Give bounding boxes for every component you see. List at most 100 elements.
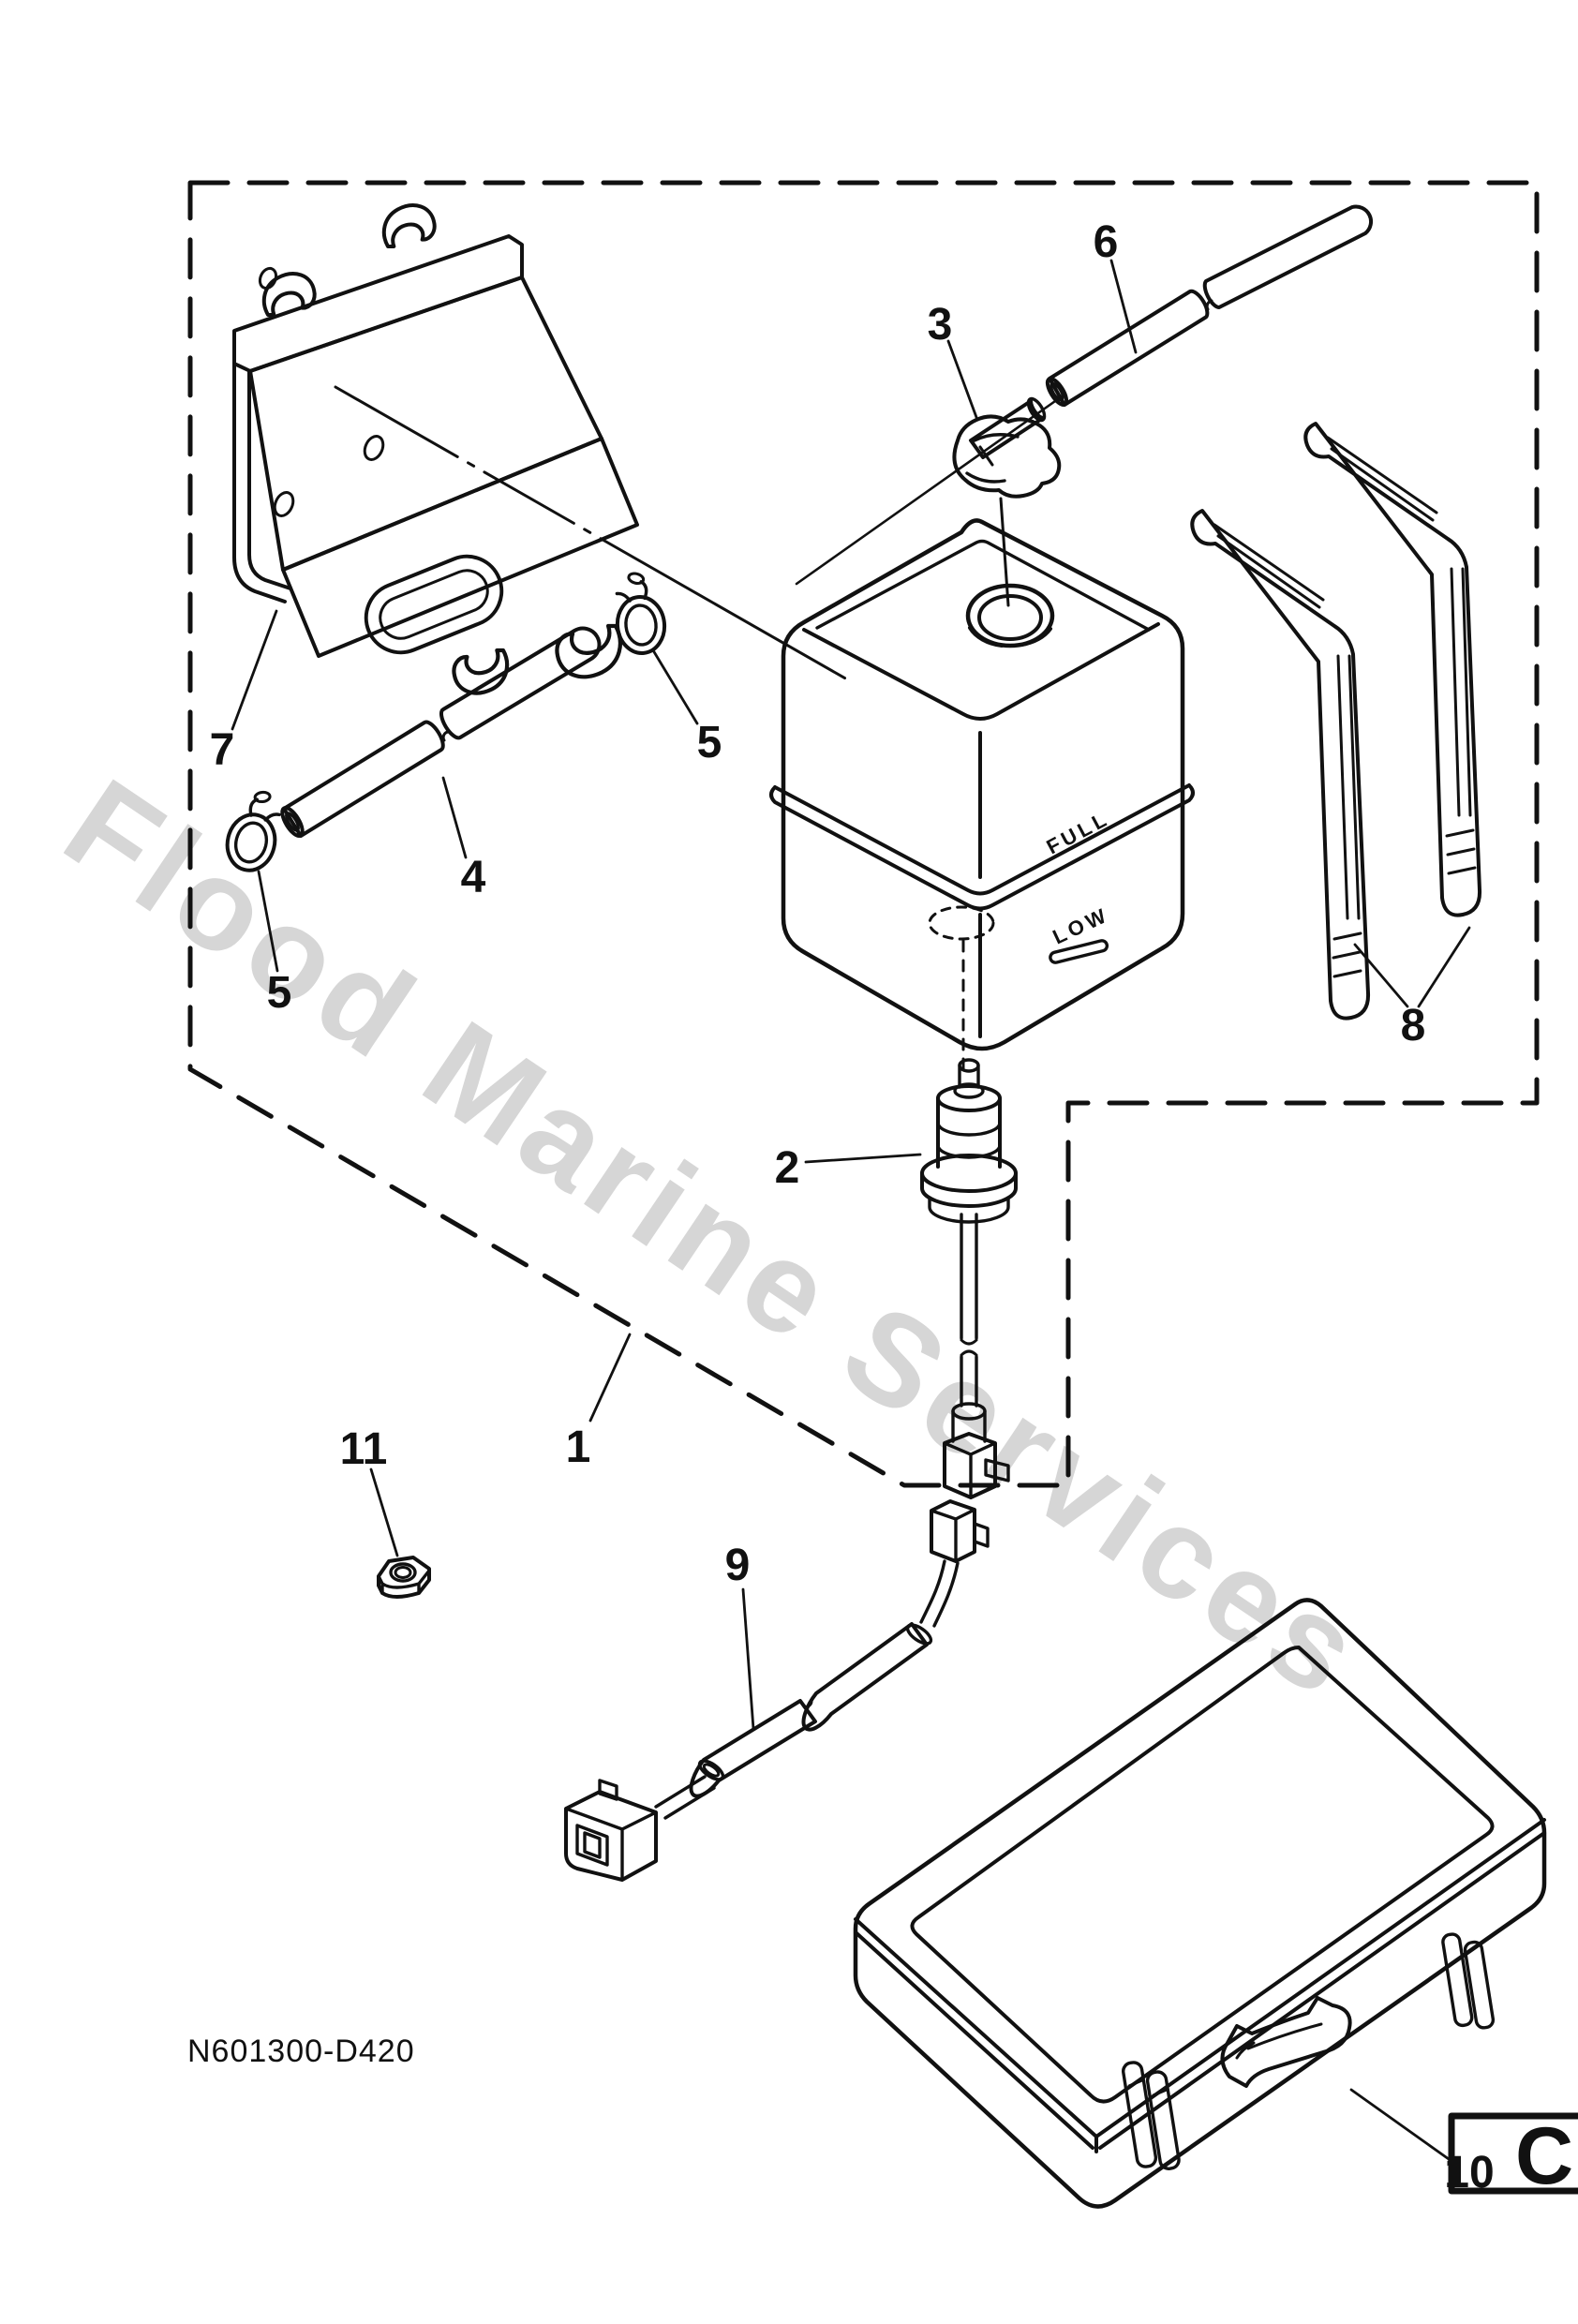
strap-left-grip-slats bbox=[1332, 931, 1362, 978]
part-label-1: 1 bbox=[566, 1423, 591, 1472]
leader-2 bbox=[804, 1153, 922, 1164]
strap-left-body bbox=[1190, 509, 1371, 1020]
strap-left bbox=[1190, 509, 1371, 1020]
part-label-3: 3 bbox=[928, 300, 953, 350]
cap-to-neck-line bbox=[999, 497, 1010, 607]
bracket-left-wall-inner bbox=[247, 369, 292, 590]
part-label-5: 5 bbox=[267, 968, 292, 1018]
cap-nipple-collar bbox=[978, 445, 994, 467]
toolbox-body bbox=[853, 1598, 1547, 2209]
level-sensor bbox=[920, 1058, 1018, 1499]
bracket-top-flange bbox=[232, 234, 524, 373]
harness-sleeve-upper bbox=[801, 1622, 929, 1732]
leader-10 bbox=[1349, 2088, 1451, 2161]
filler-cap bbox=[952, 396, 1062, 499]
toolbox-latch-right bbox=[1441, 1932, 1496, 2030]
bracket-back-plate bbox=[248, 276, 603, 572]
bracket-hole bbox=[363, 435, 385, 461]
hose6-segment-upper bbox=[1202, 204, 1373, 309]
tank-full-label: FULL bbox=[1043, 806, 1113, 858]
part-label-6: 6 bbox=[1094, 217, 1119, 267]
strap-left-slots bbox=[1213, 523, 1361, 920]
harness-connector-clip bbox=[598, 1779, 618, 1801]
hose4-segment-upper bbox=[439, 626, 602, 740]
leader-4 bbox=[441, 776, 468, 859]
part-label-7: 7 bbox=[210, 725, 235, 775]
hose4-segment-lower bbox=[282, 720, 445, 838]
tank-hidden-outlet bbox=[928, 905, 995, 941]
harness-wires-upper bbox=[919, 1559, 960, 1628]
sensor-flange bbox=[920, 1154, 1018, 1193]
hose6-segment-lower bbox=[1048, 289, 1210, 407]
sensor-connector bbox=[943, 1432, 997, 1499]
corner-letter: C bbox=[1515, 2111, 1573, 2201]
assembly-dashed-outline bbox=[187, 180, 1540, 1488]
tank-top-front-edges bbox=[802, 622, 1160, 721]
strap-right-grip-slats bbox=[1445, 828, 1477, 875]
toolbox-lid-panel bbox=[910, 1646, 1495, 2104]
sensor-stem-lower bbox=[960, 1355, 978, 1408]
strap-right-body bbox=[1303, 422, 1482, 917]
strap-right-slots bbox=[1326, 436, 1472, 817]
leader-5-lower bbox=[257, 870, 279, 973]
hose-6 bbox=[1045, 204, 1373, 407]
bracket-shelf bbox=[281, 437, 639, 658]
wire-harness bbox=[564, 1499, 990, 1882]
centerline-bracket-tank bbox=[334, 385, 862, 689]
drawing-code: N601300-D420 bbox=[187, 2034, 415, 2069]
leader-1 bbox=[588, 1333, 632, 1423]
nut-hole-outer bbox=[389, 1562, 417, 1583]
corner-letter-box bbox=[1448, 2112, 1578, 2195]
leader-11 bbox=[369, 1467, 399, 1557]
sensor-body-rings bbox=[936, 1121, 1002, 1159]
harness-sleeve-lower bbox=[689, 1699, 817, 1798]
tank-filler-neck-inner bbox=[977, 594, 1043, 641]
leader-6 bbox=[1109, 259, 1138, 354]
bracket-shelf-slot-outer bbox=[364, 554, 504, 655]
toolbox-handle bbox=[1220, 1996, 1352, 2088]
part-label-9: 9 bbox=[725, 1541, 751, 1590]
harness-connector-small bbox=[930, 1499, 976, 1563]
leader-5-upper bbox=[651, 648, 699, 725]
oil-tank bbox=[769, 518, 1195, 1078]
strap-right bbox=[1303, 422, 1482, 917]
straps bbox=[1190, 422, 1482, 1020]
part-label-5: 5 bbox=[697, 718, 722, 767]
nut-facets bbox=[377, 1569, 431, 1595]
nut bbox=[377, 1556, 431, 1599]
tank-low-emboss-bar bbox=[1049, 939, 1109, 964]
nut-hole-inner bbox=[394, 1566, 412, 1579]
harness-wires-lower bbox=[654, 1775, 716, 1820]
cap-flower-body bbox=[952, 414, 1062, 499]
tank-neck-collar bbox=[968, 626, 1052, 648]
hose-clamp-upper bbox=[615, 572, 667, 655]
watermark-text: Flood Marine Services bbox=[40, 752, 1390, 1727]
leader-9 bbox=[741, 1587, 755, 1731]
tank-body bbox=[781, 518, 1185, 1051]
leader-7 bbox=[231, 609, 278, 731]
sensor-stem-break bbox=[960, 1338, 978, 1357]
bracket bbox=[232, 203, 639, 695]
hose4-break-mark bbox=[441, 730, 450, 742]
toolbox bbox=[853, 1598, 1547, 2209]
harness-connector-small-tab bbox=[973, 1522, 990, 1548]
part-label-2: 2 bbox=[775, 1143, 800, 1193]
tank-filler-neck-outer bbox=[965, 583, 1055, 648]
bracket-left-wall-outer bbox=[232, 362, 287, 603]
bracket-shelf-slot-inner bbox=[379, 569, 489, 640]
part-label-4: 4 bbox=[461, 853, 486, 902]
part-label-11: 11 bbox=[340, 1424, 388, 1474]
leader-lines bbox=[231, 259, 1471, 2161]
part-label-8: 8 bbox=[1401, 1001, 1426, 1050]
hose-4 bbox=[280, 626, 602, 838]
bracket-hole bbox=[258, 266, 278, 290]
bracket-hole bbox=[273, 491, 295, 517]
harness-connector-socket bbox=[575, 1824, 609, 1867]
toolbox-lid-edges bbox=[854, 1818, 1546, 2153]
toolbox-latch-front bbox=[1122, 2061, 1181, 2170]
leader-3 bbox=[946, 339, 979, 422]
harness-connector-large bbox=[564, 1790, 658, 1882]
cap-hose-axis-line bbox=[795, 393, 1066, 586]
